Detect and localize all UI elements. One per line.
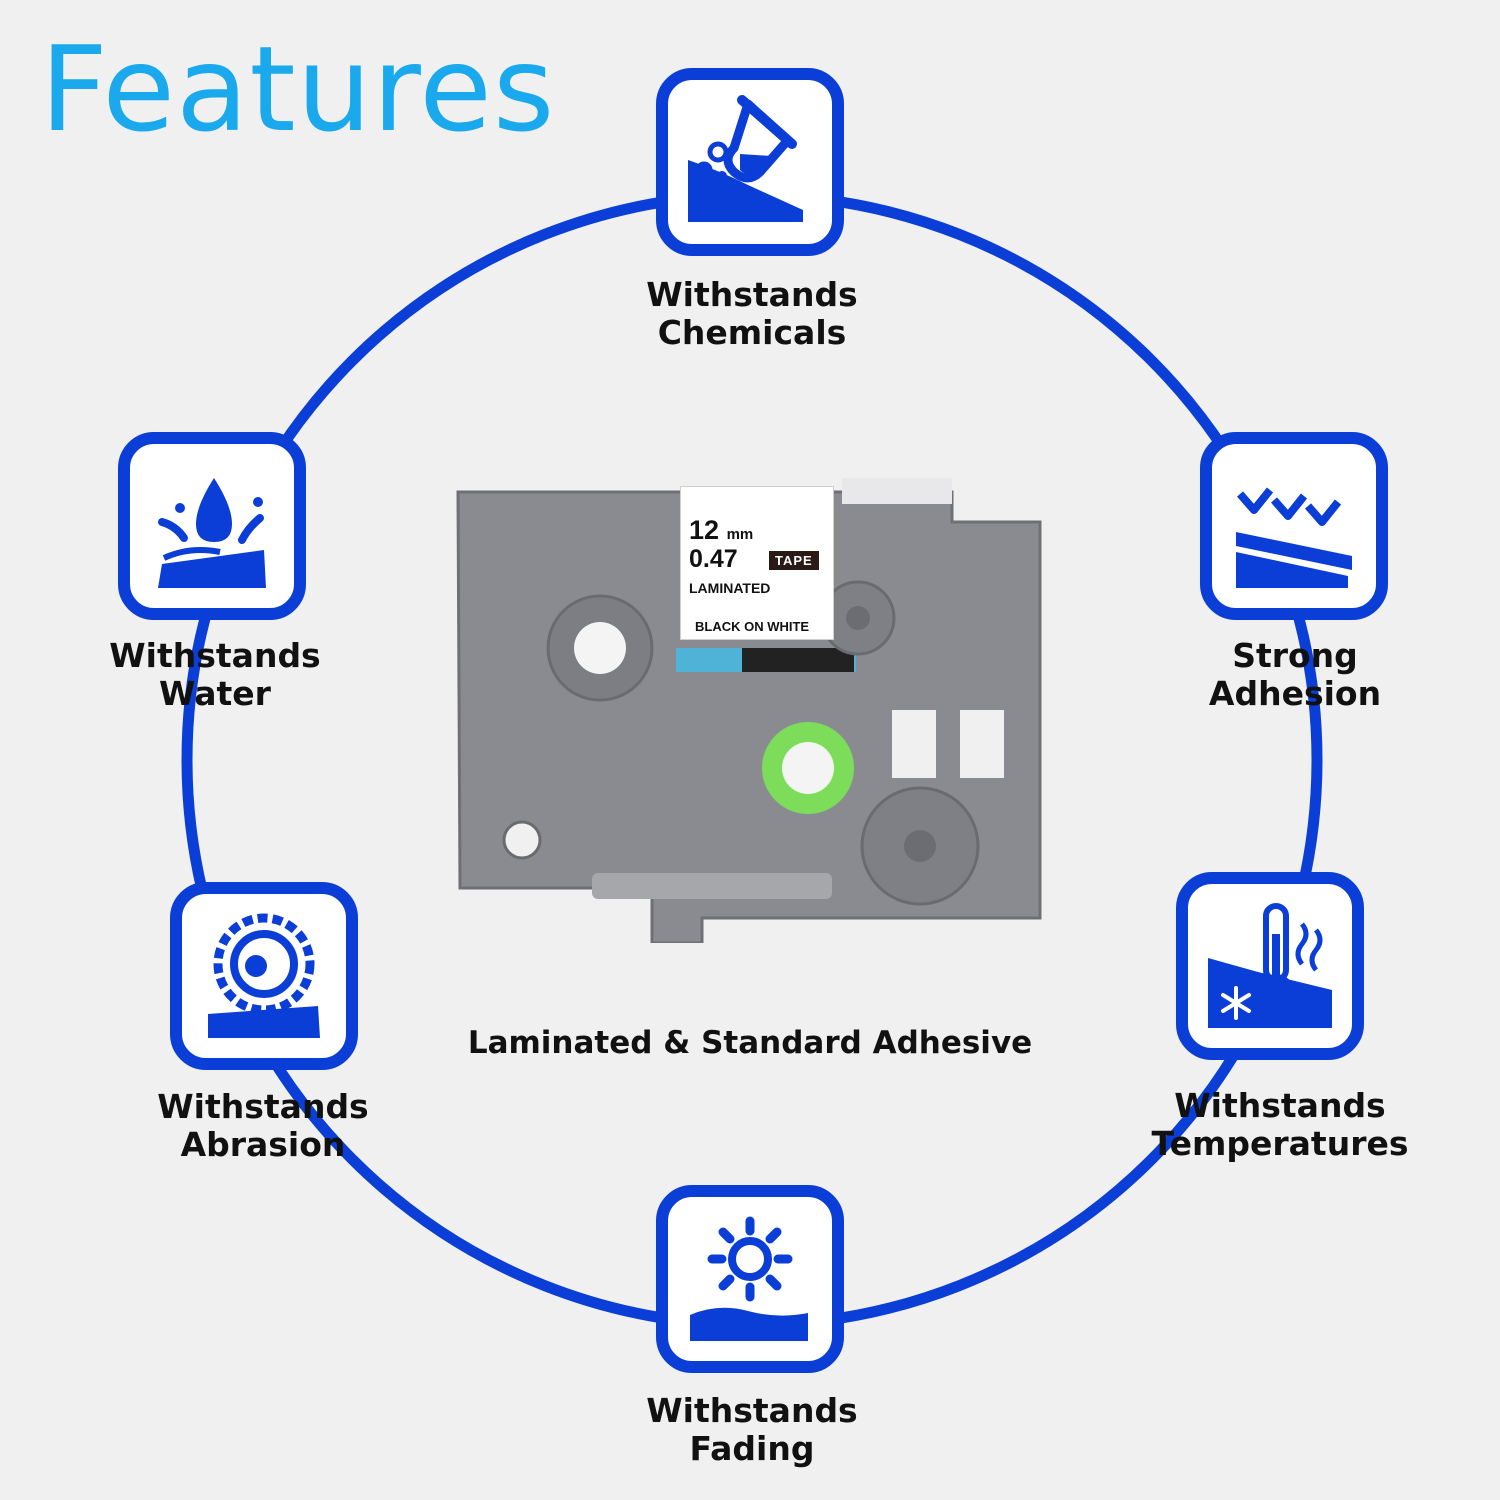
feature-chemicals-box [656,68,844,256]
water-drop-icon [158,478,266,588]
feature-temperatures-box [1176,872,1364,1060]
chemical-test-tube-icon [688,95,803,222]
feature-fading-box [656,1185,844,1373]
page-title: Features [40,20,556,158]
tape-label-inch: 0.47 [689,545,738,573]
tape-cassette: 12 mm 0.47 TAPE LAMINATED BLACK ON WHITE [452,478,1042,943]
adhesion-checkmarks-icon [1236,487,1352,588]
tape-label-color: BLACK ON WHITE [695,619,810,634]
tape-label: 12 mm 0.47 TAPE LAMINATED BLACK ON WHITE [680,486,834,640]
feature-abrasion-box [170,882,358,1070]
abrasion-roll-icon [208,913,320,1038]
tape-label-size: 12 mm [689,515,754,545]
tape-label-badge: TAPE [769,551,819,570]
sun-icon [690,1216,808,1341]
tape-label-type: LAMINATED [689,580,771,596]
thermometer-snowflake-icon [1208,903,1332,1028]
feature-adhesion-box [1200,432,1388,620]
feature-water-box [118,432,306,620]
caption: Laminated & Standard Adhesive [467,1025,1033,1061]
